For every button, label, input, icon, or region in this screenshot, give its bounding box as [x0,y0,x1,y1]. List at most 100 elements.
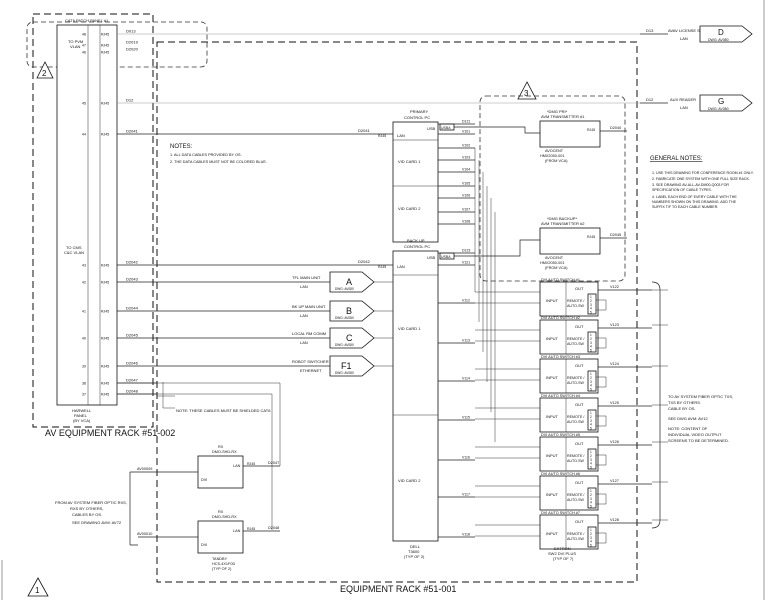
svg-text:D13: D13 [646,28,654,33]
lan-device-dwg: DWG: AV080 [335,287,354,291]
switch-remote: REMOTE / [567,376,584,380]
pc-port-cable: V105 [462,182,470,186]
switch-pin: 2 [590,454,592,458]
rack-001-label: EQUIPMENT RACK #51-001 [340,584,456,594]
switch-remote: AUTO-SW [567,498,585,502]
svg-text:CABLE BY OS.: CABLE BY OS. [668,406,696,411]
switch-title: DVI AUTO SWITCH #6 [541,472,580,476]
svg-text:NUMBERS SHOWN ON THIS DRAWING.: NUMBERS SHOWN ON THIS DRAWING. ADD THE [652,200,737,204]
switch-remote: AUTO-SW [567,459,585,463]
switch-input: INPUT [546,375,559,380]
switch-out: OUT [575,441,584,446]
patch-jack: RJ45 [101,382,109,386]
revision-tag-1: 1 [27,577,49,597]
switch-out-cable: V126 [610,440,619,444]
patch-cable: D12 [126,98,134,103]
switch-pin: 1 [590,528,592,532]
patch-port: 42 [82,281,86,285]
svg-text:G: G [718,97,724,106]
svg-text:DWG: AV080: DWG: AV080 [708,107,729,111]
patch-cable: D2047 [126,378,139,383]
receiver-cable: D2047 [268,461,279,465]
receiver-model: HCS-4X1F0D [212,562,235,566]
switch-pin: 1 [590,489,592,493]
svg-text:3. SEE DRAWING AV-ALL-AV-DM00-: 3. SEE DRAWING AV-ALL-AV-DM00-Q003 FOR [652,183,729,187]
svg-text:SEE DWG AVM: AV12: SEE DWG AVM: AV12 [668,416,708,421]
patch-jack: RJ45 [101,393,109,397]
switch-pin: 3 [590,497,592,501]
patch-port: 43 [82,264,86,268]
transmitter-sub: AVM TRANSMITTER #1 [541,114,585,119]
switch-pin: 4 [590,501,592,505]
svg-text:VLAN: VLAN [70,44,81,49]
svg-text:CONTROL PC: CONTROL PC [404,244,430,249]
patch-cable: D2048 [126,389,139,394]
receiver-jack: RJ45 [247,527,255,531]
pc-port-cable: D123 [462,249,470,253]
patch-cable: D2020 [126,47,139,52]
switch-pin: 3 [590,419,592,423]
switch-input: INPUT [546,453,559,458]
svg-text:NOTE: THESE CABLES MUST BE SHI: NOTE: THESE CABLES MUST BE SHIELDED CAT6 [176,408,271,413]
revision-tag-2: 2 [36,61,54,79]
svg-text:AVAV LICENSE STATION: AVAV LICENSE STATION [668,28,714,33]
svg-text:T3600: T3600 [408,549,420,554]
switch-pin: 1 [590,411,592,415]
pc-port-cable: V107 [462,208,470,212]
patch-port: 39 [82,365,86,369]
lan-device-name: LOCAL RM COMM [292,331,326,336]
svg-text:DELL: DELL [410,544,421,549]
avm-transmitter: *DMG BACKUP*AVM TRANSMITTER #2RJ45AVOCEN… [539,216,627,270]
svg-text:CONTROL PC: CONTROL PC [404,115,430,120]
svg-text:VID CARD 2: VID CARD 2 [398,478,421,483]
svg-text:D: D [718,28,724,37]
switch-title: DVI AUTO SWITCH #3 [541,355,580,359]
svg-text:PANEL: PANEL [74,413,88,418]
receiver-in-cable: AV00010 [137,532,152,536]
svg-text:D2042: D2042 [358,259,371,264]
transmitter-sub: AVM TRANSMITTER #2 [541,221,585,226]
switch-pin: 5 [590,311,592,315]
switch-remote: REMOTE / [567,454,584,458]
svg-text:RXS BY OTHERS,: RXS BY OTHERS, [70,506,104,511]
receiver-lan: LAN [233,529,241,533]
patch-jack: RJ45 [101,33,109,37]
switch-pin: 5 [590,349,592,353]
receiver-cable: D2048 [268,526,279,530]
svg-text:VID CARD 1: VID CARD 1 [398,326,421,331]
right-notes: TO AV SYSTEM FIBER OPTIC TXS, TXS BY OTH… [668,394,733,443]
svg-text:USB: USB [427,126,436,131]
pc-port-cable: V102 [462,144,470,148]
switch-pin: 4 [590,307,592,311]
switch-pin: 1 [590,450,592,454]
switch-pin: 2 [590,299,592,303]
svg-text:BACK UP: BACK UP [407,238,425,243]
svg-text:LAN: LAN [680,105,688,110]
svg-text:SUFFIX T/F TO EACH CABLE NUMBE: SUFFIX T/F TO EACH CABLE NUMBER. [652,205,718,209]
transmitter-model2: HMX2050-001 [540,261,564,265]
svg-text:PRIMARY: PRIMARY [410,109,428,114]
patch-jack: RJ45 [101,133,109,137]
switch-pin: 4 [590,540,592,544]
lan-device-name: BK UP MAIN UNIT [292,304,326,309]
pc-port-cable: V103 [462,156,470,160]
svg-text:(BY VCA): (BY VCA) [73,418,91,423]
pc-port-cable: V116 [462,456,470,460]
svg-text:USBA: USBA [441,255,451,259]
transmitter-by: (FROM VCA) [545,159,568,163]
switch-input: INPUT [546,531,559,536]
switch-remote: REMOTE / [567,337,584,341]
svg-text:(TYP OF 2): (TYP OF 2) [404,554,425,559]
receiver-dvi: DVI [201,543,207,547]
receiver-jack: RJ45 [247,462,255,466]
lan-device-port: LAN [300,340,308,345]
avm-transmitter: *DMG PRI*AVM TRANSMITTER #1RJ45AVOCENTHM… [539,109,627,163]
patch-cable: D2043 [126,277,139,282]
switch-input: INPUT [546,298,559,303]
pc-port-cable: V112 [462,299,470,303]
